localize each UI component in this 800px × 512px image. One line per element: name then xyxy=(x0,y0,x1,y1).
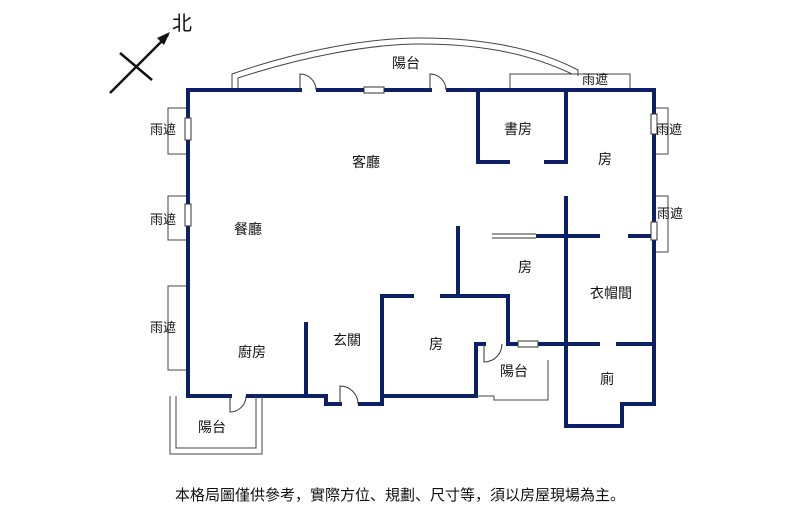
walls xyxy=(186,88,656,428)
foyer-label: 玄關 xyxy=(333,332,361,349)
bedroom-ne-label: 房 xyxy=(598,152,612,168)
study-label: 書房 xyxy=(504,122,532,138)
disclaimer-text: 本格局圖僅供參考，實際方位、規劃、尺寸等，須以房屋現場為主。 xyxy=(174,486,625,504)
north-arrow-icon xyxy=(109,32,170,94)
kitchen-label: 廚房 xyxy=(238,344,266,361)
balcony-bottom-left-outline xyxy=(175,396,257,449)
rain-cover-left-3-label: 雨遮 xyxy=(150,320,176,336)
rain-cover-right-1-label: 雨遮 xyxy=(656,122,682,138)
balcony-middle-label: 陽台 xyxy=(500,364,528,380)
windows xyxy=(184,86,658,348)
bedroom-south-label: 房 xyxy=(429,337,443,353)
balcony-middle-outline xyxy=(476,360,549,401)
dining-room-label: 餐廳 xyxy=(234,221,262,238)
bathroom-label: 廁 xyxy=(600,371,614,388)
door-swings xyxy=(229,73,503,413)
rain-cover-left-1-label: 雨遮 xyxy=(150,122,176,138)
walk-in-closet-label: 衣帽間 xyxy=(590,286,632,302)
balcony-top-label: 陽台 xyxy=(392,56,420,72)
rain-cover-top-right-label: 雨遮 xyxy=(582,72,608,88)
rain-cover-right-2-label: 雨遮 xyxy=(657,206,683,222)
north-label: 北 xyxy=(172,11,192,35)
balcony-bottom-left-label: 陽台 xyxy=(198,420,226,436)
living-room-label: 客廳 xyxy=(352,154,380,171)
rain-cover-top-right xyxy=(509,73,631,91)
rain-cover-left-2-label: 雨遮 xyxy=(150,212,176,228)
bedroom-middle-label: 房 xyxy=(518,260,532,276)
balcony-top-outline xyxy=(231,37,579,90)
